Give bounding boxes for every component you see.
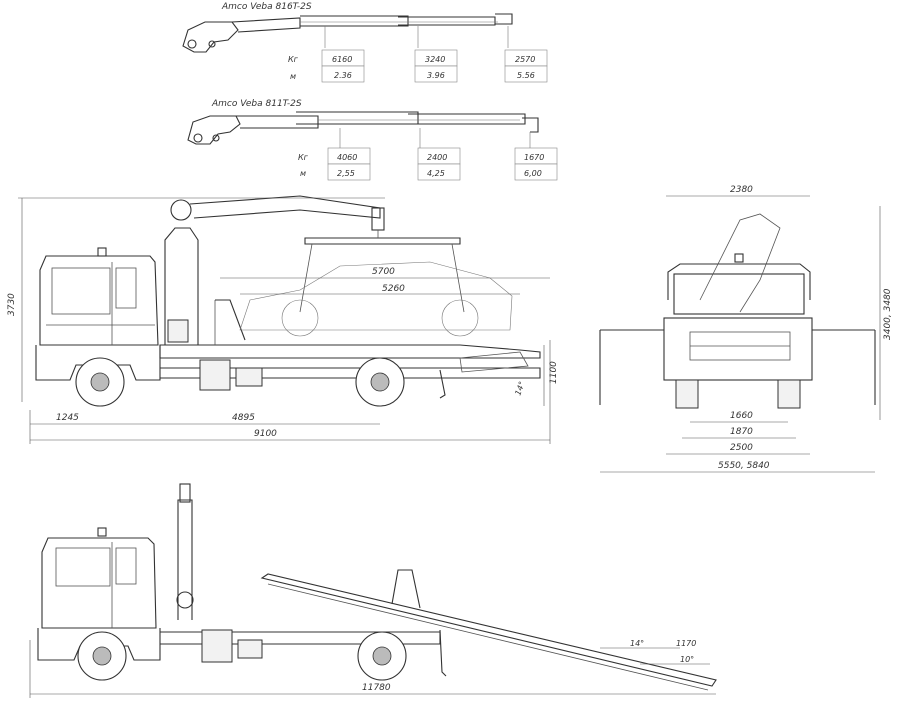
- side-view-truck: 3730 5700 5260 1245 4895 9100 1100 14°: [7, 195, 559, 444]
- crane-model-label: Amco Veba 816T-2S: [221, 2, 312, 12]
- transported-car-outline: [239, 261, 513, 331]
- load-value: 6160: [332, 55, 352, 64]
- reach-value: 2,55: [337, 169, 355, 178]
- load-value: 4060: [337, 153, 357, 162]
- front-overhang-dimension: 1245: [56, 413, 79, 423]
- crane-pivot: [170, 199, 192, 221]
- beacon-light: [734, 253, 744, 263]
- reach-value: 6,00: [524, 169, 542, 178]
- beacon-light: [97, 527, 107, 537]
- boom-tip: [522, 117, 539, 133]
- loading-angle-dimension: 10°: [680, 655, 694, 664]
- svg-text:Кг: Кг: [288, 55, 299, 64]
- support-leg: [439, 629, 447, 677]
- platform-length-dimension: 5700: [372, 267, 395, 277]
- cab-door-window: [55, 547, 111, 587]
- beacon-light: [97, 247, 107, 257]
- width-top-dimension: 2380: [730, 185, 753, 195]
- total-length-dimension: 9100: [254, 429, 277, 439]
- crane-column: [164, 227, 199, 345]
- cab-door-window: [51, 267, 111, 315]
- fuel-tank: [199, 359, 231, 391]
- load-value: 2400: [427, 153, 447, 162]
- reach-value: 4,25: [427, 169, 445, 178]
- tilt-view-truck: 11780 14° 1170 10°: [29, 483, 717, 698]
- crane-column: [177, 499, 193, 620]
- boom-section-3: [408, 113, 526, 125]
- boom-tip: [495, 13, 513, 25]
- track-front-dimension: 1870: [730, 427, 753, 437]
- platform-deck: [159, 344, 541, 359]
- reach-value: 2.36: [334, 71, 352, 80]
- crane-model-label: Amco Veba 811T-2S: [211, 99, 302, 109]
- front-crane: [699, 213, 781, 313]
- load-value: 3240: [425, 55, 445, 64]
- front-body: [663, 317, 813, 381]
- windshield: [673, 273, 805, 315]
- right-tire: [777, 379, 801, 409]
- front-cab-top: [667, 263, 811, 300]
- crane-base: [182, 21, 239, 53]
- crane-diagram-816t: Amco Veba 816T-2S Кг м 6160 3240 2570 2.…: [182, 2, 548, 83]
- truck-cab: [41, 537, 157, 629]
- boom-section-2: [300, 15, 409, 27]
- load-value: 2570: [515, 55, 535, 64]
- svg-text:Кг: Кг: [298, 153, 309, 162]
- reach-value: 3.96: [427, 71, 445, 80]
- front-view-truck: 2380 3400, 3480 1660 1870 2500 5550, 584…: [599, 185, 893, 473]
- svg-text:м: м: [300, 169, 306, 178]
- fuel-tank: [201, 629, 233, 663]
- platform-height-dimension: 1100: [549, 361, 559, 384]
- load-value: 1670: [524, 153, 544, 162]
- boom-section-3: [398, 16, 496, 26]
- height-dimension: 3730: [7, 293, 17, 316]
- support-leg: [439, 369, 446, 399]
- tilt-angle-dimension: 14°: [630, 639, 644, 648]
- tilt-support: [391, 569, 421, 609]
- svg-text:м: м: [290, 72, 296, 81]
- boom-section-1: [236, 115, 319, 129]
- bed-length-dimension: 5260: [382, 284, 405, 294]
- tilt-total-length-dimension: 11780: [362, 683, 391, 693]
- width-dimension: 2500: [730, 443, 753, 453]
- angle-dimension: 14°: [513, 380, 526, 396]
- boom-section-1: [231, 17, 301, 33]
- truck-cab: [39, 255, 159, 346]
- crane-hook: [371, 207, 385, 231]
- boom-section-2: [296, 111, 419, 125]
- reach-value: 5.56: [517, 71, 535, 80]
- left-tire: [675, 379, 699, 409]
- spreader-bar: [304, 237, 461, 245]
- outrigger-span-dimension: 5550, 5840: [718, 461, 770, 471]
- chassis-frame: [160, 367, 541, 379]
- crane-diagram-811t: Amco Veba 811T-2S Кг м 4060 2400 1670 2,…: [187, 99, 558, 181]
- tilted-platform: [260, 573, 717, 687]
- wheelbase-dimension: 4895: [232, 413, 255, 423]
- track-rear-dimension: 1660: [730, 411, 753, 421]
- ramp-length-dimension: 1170: [676, 639, 696, 648]
- front-height-dimension: 3400, 3480: [883, 288, 893, 340]
- crane-base: [187, 115, 241, 145]
- crane-boom: [189, 195, 381, 219]
